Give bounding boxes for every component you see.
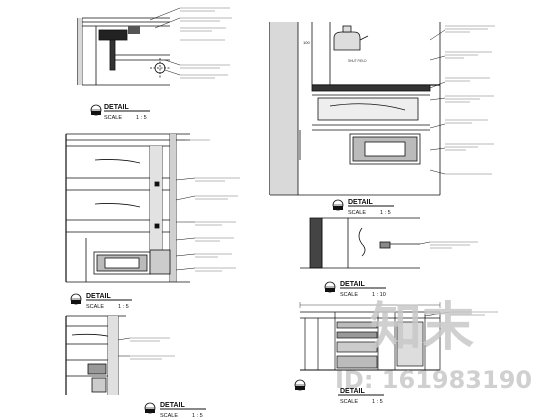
detail-b-title: DETAIL xyxy=(86,293,111,300)
detail-a-callout: DETAIL SCALE 1 : 5 xyxy=(90,104,150,121)
detail-c-notes xyxy=(130,337,175,360)
detail-f-scale-label: SCALE xyxy=(340,292,358,298)
detail-e-notes xyxy=(430,241,478,249)
detail-a-drawing xyxy=(77,7,181,86)
detail-c-title: DETAIL xyxy=(160,402,185,409)
detail-f-title: DETAIL xyxy=(340,281,365,288)
detail-d-dimension: 100 xyxy=(303,40,310,45)
detail-e-drawing xyxy=(300,217,431,269)
detail-c-scale-label: SCALE xyxy=(160,413,178,419)
watermark-logo-text: 知末 xyxy=(370,298,474,358)
detail-f-scale-value: 1 : 10 xyxy=(372,292,386,298)
detail-c-drawing xyxy=(65,315,131,395)
detail-g-scale-label: SCALE xyxy=(340,399,358,405)
detail-d-notes xyxy=(445,25,495,175)
detail-b-scale-label: SCALE xyxy=(86,304,104,310)
detail-e-scale-label: SCALE xyxy=(348,210,366,216)
detail-g-scale-value: 1 : 5 xyxy=(372,399,383,405)
detail-d-note: SHUT FIELD xyxy=(348,59,367,63)
detail-e-callout: DETAIL SCALE 1 : 5 xyxy=(332,199,394,216)
detail-f-callout: DETAIL SCALE 1 : 10 xyxy=(324,281,386,298)
detail-c-scale-value: 1 : 5 xyxy=(192,413,203,419)
watermark: 知末 ID: 161983190 xyxy=(335,298,532,394)
detail-b-notes xyxy=(185,139,240,272)
detail-b-drawing xyxy=(65,133,196,283)
detail-e-title: DETAIL xyxy=(348,199,373,206)
detail-g-notes xyxy=(450,311,498,316)
watermark-id-text: ID: 161983190 xyxy=(335,366,532,394)
detail-g-drawing xyxy=(299,302,451,371)
detail-a-scale-label: SCALE xyxy=(104,115,122,121)
detail-a-notes xyxy=(180,7,232,79)
detail-g-title: DETAIL xyxy=(340,388,365,395)
detail-d-drawing xyxy=(269,22,446,196)
detail-a-scale-value: 1 : 5 xyxy=(136,115,147,121)
detail-c-callout: DETAIL SCALE 1 : 5 xyxy=(144,402,206,419)
detail-g-callout: DETAIL SCALE 1 : 5 xyxy=(294,379,384,405)
detail-b-callout: DETAIL SCALE 1 : 5 xyxy=(70,293,132,310)
detail-b-scale-value: 1 : 5 xyxy=(118,304,129,310)
detail-a-title: DETAIL xyxy=(104,104,129,111)
detail-e-scale-value: 1 : 5 xyxy=(380,210,391,216)
